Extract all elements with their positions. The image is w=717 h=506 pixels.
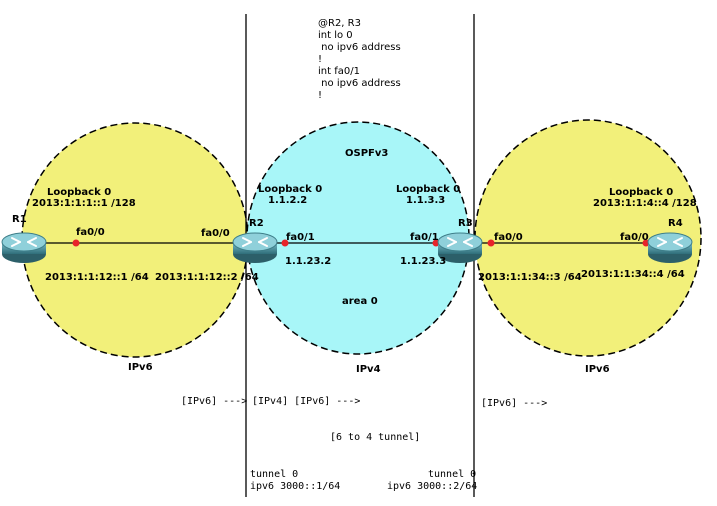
r2-iface-right: fa0/1 bbox=[286, 232, 315, 243]
r1-loopback-addr: 2013:1:1:1::1 /128 bbox=[32, 198, 136, 209]
r3-addr-right: 2013:1:1:34::3 /64 bbox=[478, 272, 582, 283]
link-dot bbox=[487, 239, 495, 247]
r1-iface: fa0/0 bbox=[76, 227, 105, 238]
r3-iface-right: fa0/0 bbox=[494, 232, 523, 243]
r2-name: R2 bbox=[249, 218, 264, 229]
flow-right: [IPv6] ---> bbox=[481, 398, 547, 409]
r4-addr: 2013:1:1:34::4 /64 bbox=[581, 269, 685, 280]
r1-addr: 2013:1:1:12::1 /64 bbox=[45, 272, 149, 283]
ospf-label: OSPFv3 bbox=[345, 148, 388, 159]
config-line: ! bbox=[318, 90, 322, 101]
r2-loopback-title: Loopback 0 bbox=[258, 184, 322, 195]
zone-middle-label: IPv4 bbox=[356, 364, 381, 375]
config-line: ! bbox=[318, 54, 322, 65]
r2-tunnel-addr: ipv6 3000::1/64 bbox=[250, 481, 340, 492]
flow-middle: [IPv4] [IPv6] ---> bbox=[252, 396, 360, 407]
r2-addr-right: 1.1.23.2 bbox=[285, 256, 331, 267]
config-line: @R2, R3 bbox=[318, 18, 361, 29]
link-dot bbox=[281, 239, 289, 247]
config-line: int lo 0 bbox=[318, 30, 353, 41]
config-line: no ipv6 address bbox=[318, 78, 401, 89]
tunnel-label: [6 to 4 tunnel] bbox=[330, 432, 420, 443]
router-r2-icon[interactable] bbox=[232, 232, 278, 264]
ipv6-left-zone bbox=[21, 122, 249, 358]
r4-name: R4 bbox=[668, 218, 683, 229]
zone-right-label: IPv6 bbox=[585, 364, 610, 375]
r4-loopback-title: Loopback 0 bbox=[609, 187, 673, 198]
ipv6-right-zone bbox=[474, 119, 702, 357]
r4-loopback-addr: 2013:1:1:4::4 /128 bbox=[593, 198, 697, 209]
r3-loopback-addr: 1.1.3.3 bbox=[406, 195, 445, 206]
r3-loopback-title: Loopback 0 bbox=[396, 184, 460, 195]
r3-tunnel-name: tunnel 0 bbox=[428, 469, 476, 480]
r2-addr-left: 2013:1:1:12::2 /64 bbox=[155, 272, 259, 283]
router-r1-icon[interactable] bbox=[1, 232, 47, 264]
link-dot bbox=[72, 239, 80, 247]
config-line: int fa0/1 bbox=[318, 66, 360, 77]
r3-name: R3 bbox=[458, 218, 473, 229]
config-note: @R2, R3 int lo 0 no ipv6 address ! int f… bbox=[318, 18, 404, 101]
flow-left: [IPv6] ---> bbox=[181, 396, 247, 407]
r3-iface-left: fa0/1 bbox=[410, 232, 439, 243]
r2-loopback-addr: 1.1.2.2 bbox=[268, 195, 307, 206]
zone-left-label: IPv6 bbox=[128, 362, 153, 373]
r3-addr-left: 1.1.23.3 bbox=[400, 256, 446, 267]
r4-iface: fa0/0 bbox=[620, 232, 649, 243]
r2-iface-left: fa0/0 bbox=[201, 228, 230, 239]
config-line: no ipv6 address bbox=[318, 42, 401, 53]
area-label: area 0 bbox=[342, 296, 378, 307]
r2-tunnel-name: tunnel 0 bbox=[250, 469, 298, 480]
r1-loopback-title: Loopback 0 bbox=[47, 187, 111, 198]
router-r4-icon[interactable] bbox=[647, 232, 693, 264]
r3-tunnel-addr: ipv6 3000::2/64 bbox=[387, 481, 477, 492]
r1-name: R1 bbox=[12, 214, 27, 225]
